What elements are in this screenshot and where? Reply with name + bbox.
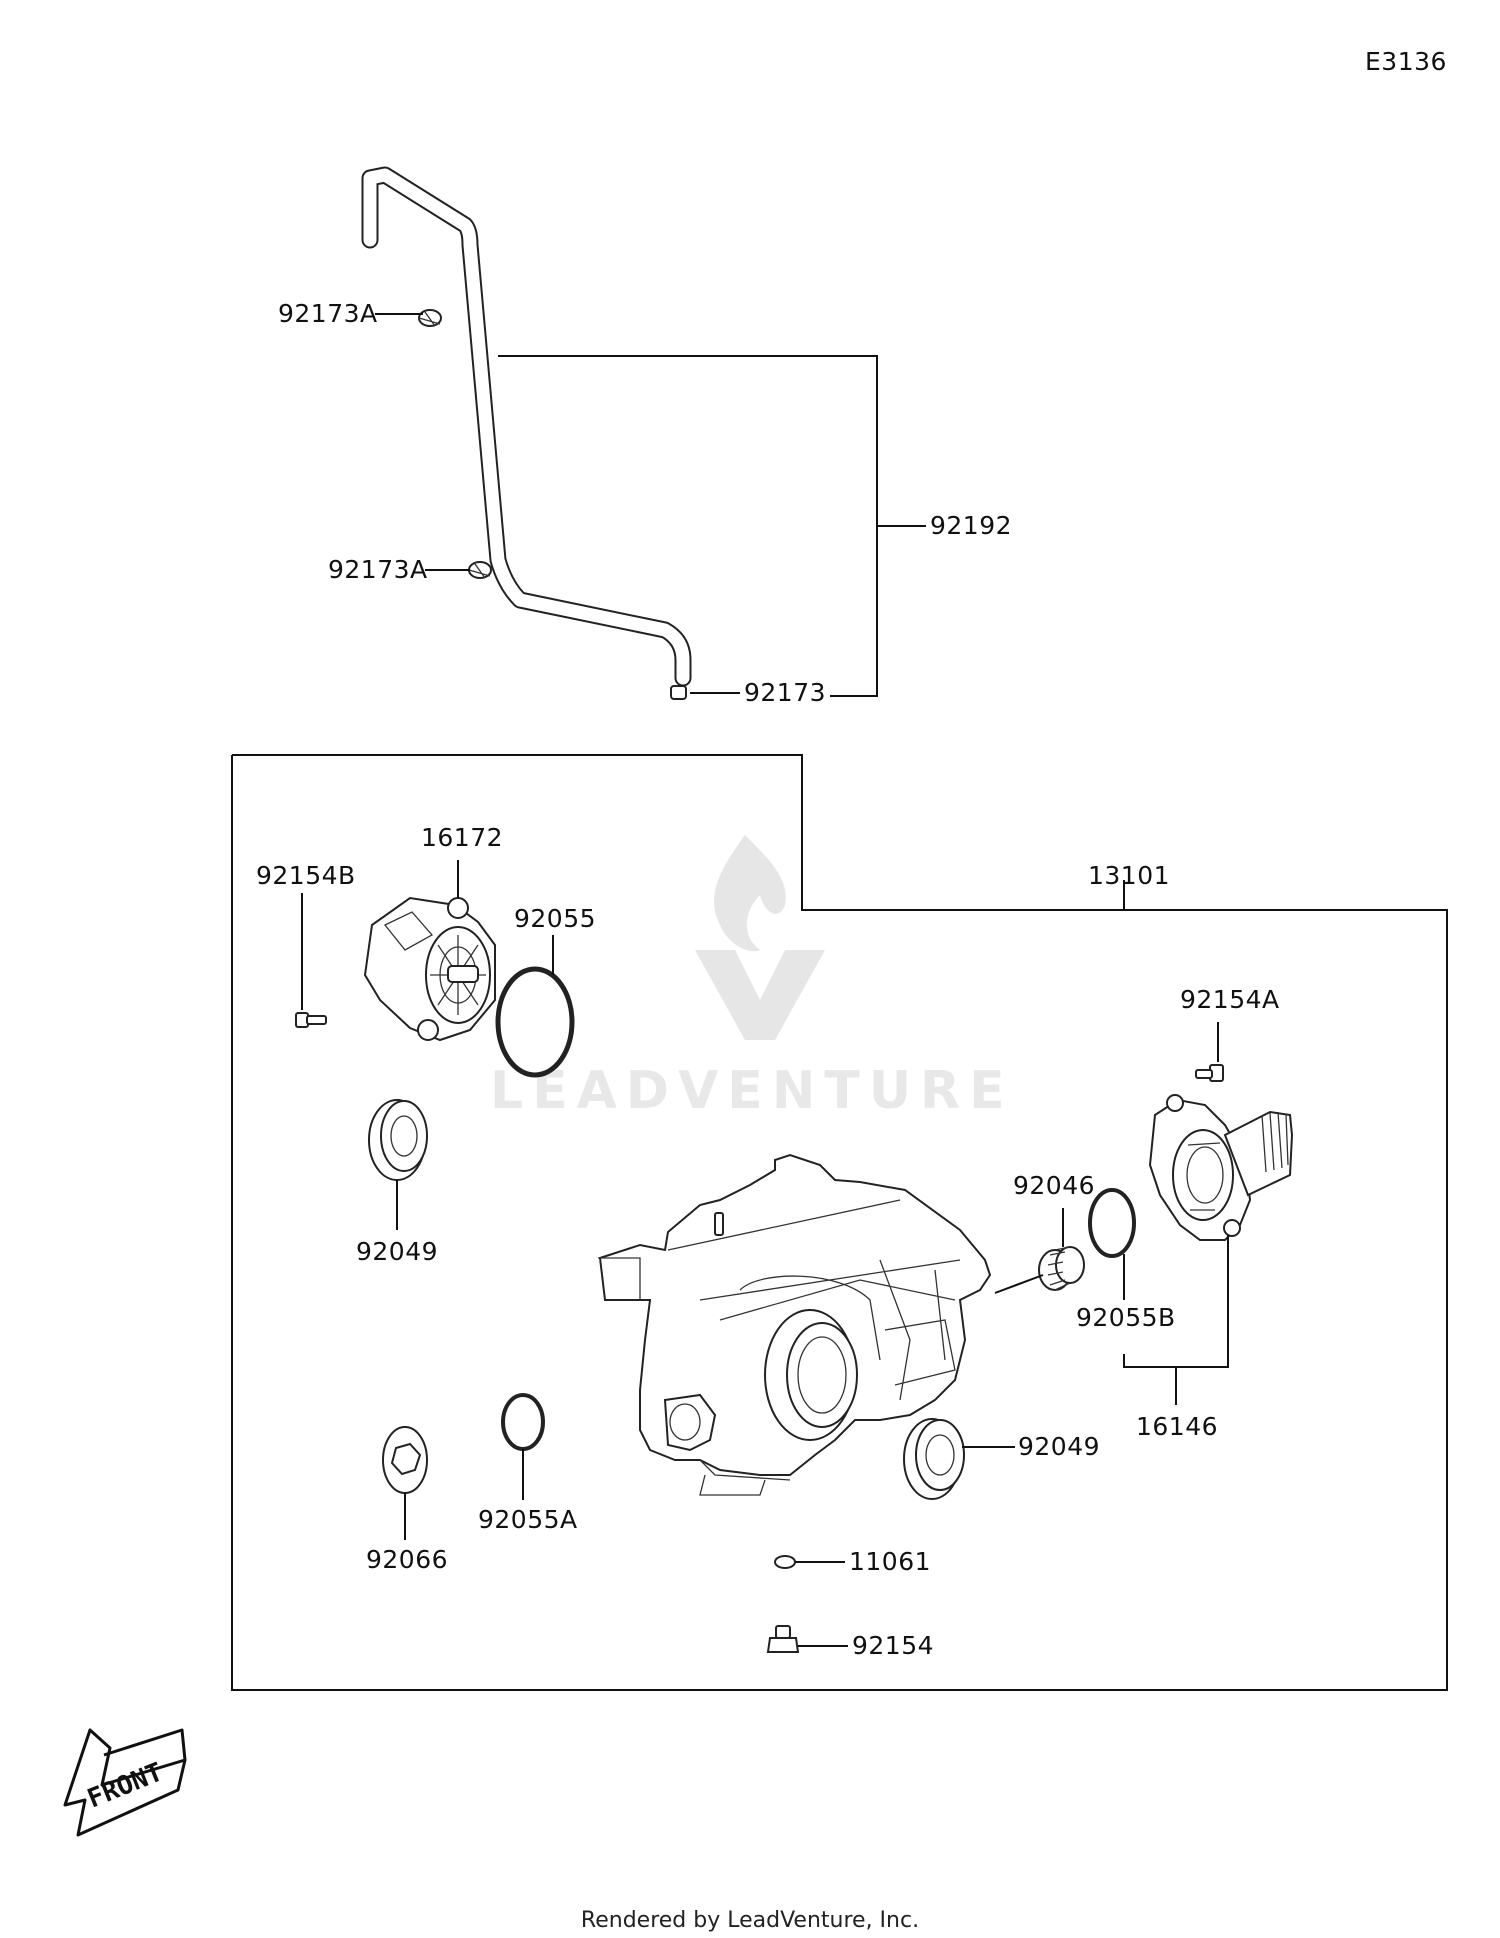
- hose-clamp-upper[interactable]: [418, 309, 442, 327]
- label-92173[interactable]: 92173: [744, 678, 826, 707]
- label-92154B[interactable]: 92154B: [256, 861, 356, 890]
- label-16146[interactable]: 16146: [1136, 1412, 1218, 1441]
- leader-92046-case: [994, 1274, 1044, 1294]
- shaft-cover-16146[interactable]: [1148, 1094, 1294, 1241]
- hose-clamp-lower[interactable]: [468, 561, 492, 579]
- o-ring-92055B[interactable]: [1088, 1188, 1136, 1258]
- o-ring-92055[interactable]: [495, 966, 575, 1078]
- assembly-box-13101: [231, 754, 1448, 1691]
- bolt-92154[interactable]: [766, 1625, 800, 1653]
- label-92055A[interactable]: 92055A: [478, 1505, 578, 1534]
- footer-credit: Rendered by LeadVenture, Inc.: [580, 1908, 920, 1933]
- label-92154[interactable]: 92154: [852, 1631, 934, 1660]
- plug-92066[interactable]: [382, 1426, 428, 1494]
- breather-hose[interactable]: [361, 166, 692, 687]
- label-13101[interactable]: 13101: [1088, 861, 1170, 890]
- label-92154A[interactable]: 92154A: [1180, 985, 1280, 1014]
- bolt-92154A[interactable]: [1195, 1064, 1224, 1082]
- needle-bearing-92046[interactable]: [1038, 1246, 1085, 1291]
- label-92055B[interactable]: 92055B: [1076, 1303, 1176, 1332]
- oil-seal-92049-left[interactable]: [368, 1099, 428, 1181]
- label-92055[interactable]: 92055: [514, 904, 596, 933]
- label-92173A-lower[interactable]: 92173A: [328, 555, 428, 584]
- watermark-logo: [695, 835, 825, 1040]
- label-11061[interactable]: 11061: [849, 1547, 931, 1576]
- bracket-16146: [1123, 1235, 1229, 1368]
- front-arrow: FRONT: [63, 1728, 187, 1837]
- housing-16172[interactable]: [363, 896, 496, 1042]
- o-ring-92055A[interactable]: [501, 1393, 545, 1451]
- label-92049-right[interactable]: 92049: [1018, 1432, 1100, 1461]
- label-92173A-upper[interactable]: 92173A: [278, 299, 378, 328]
- label-92046[interactable]: 92046: [1013, 1171, 1095, 1200]
- bolt-92154B[interactable]: [295, 1012, 327, 1028]
- label-92049-left[interactable]: 92049: [356, 1237, 438, 1266]
- watermark-text: LEADVENTURE: [490, 1061, 1014, 1121]
- hose-clamp-end[interactable]: [670, 685, 687, 700]
- oil-seal-92049-right[interactable]: [903, 1418, 965, 1500]
- label-16172[interactable]: 16172: [421, 823, 503, 852]
- diagram-code: E3136: [1365, 47, 1447, 76]
- gasket-11061[interactable]: [774, 1555, 796, 1569]
- differential-case[interactable]: [598, 1153, 992, 1496]
- label-92192[interactable]: 92192: [930, 511, 1012, 540]
- label-92066[interactable]: 92066: [366, 1545, 448, 1574]
